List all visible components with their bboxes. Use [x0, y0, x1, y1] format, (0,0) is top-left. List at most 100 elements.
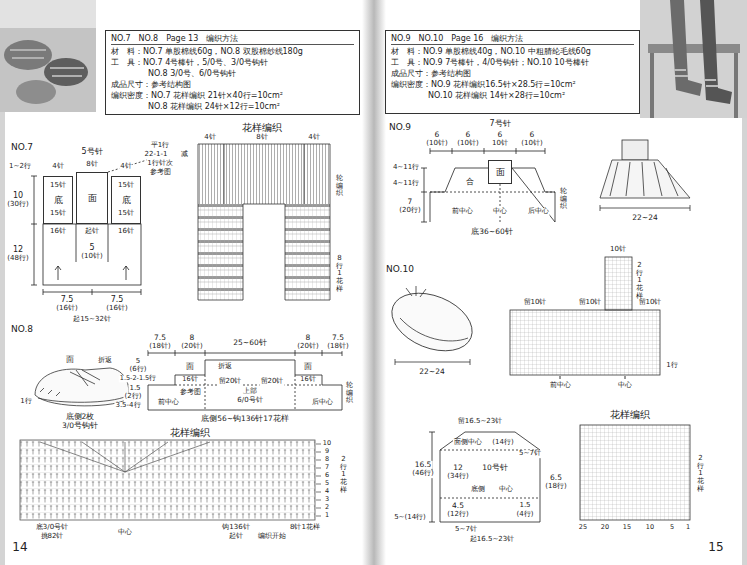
annotation-label: (18针) — [326, 343, 349, 351]
drawing-path — [430, 184, 555, 222]
annotation-label: 3.5-4行 — [114, 402, 141, 410]
drawing-path — [35, 368, 129, 406]
drawing-path — [148, 360, 342, 410]
annotation-label: 3 — [324, 496, 330, 503]
pattern-piece: 面 — [76, 172, 108, 224]
annotation-label: 面 — [185, 363, 195, 372]
annotation-label: 10号针 — [481, 464, 509, 472]
annotation-label: 6 — [434, 131, 441, 139]
annotation-label: 后中心 — [311, 399, 334, 407]
annotation-label: 8针 — [85, 161, 98, 169]
annotation-label: 12 — [12, 246, 24, 255]
annotation-label: 15 — [707, 541, 724, 554]
annotation-label: 5 — [324, 480, 330, 487]
annotation-label: 花样编织 — [241, 123, 283, 133]
annotation-label: 中心 — [617, 382, 633, 390]
info-line: 成品尺寸：参考结构图 — [391, 68, 634, 79]
annotation-label: (10针) — [425, 140, 448, 148]
annotation-label: 15针 — [49, 182, 67, 190]
drawing-rect — [20, 440, 315, 520]
drawing-path — [610, 162, 678, 196]
annotation-label: NO.8 — [10, 325, 34, 335]
drawing-path — [40, 442, 210, 472]
annotation-label: 4针 — [203, 134, 216, 142]
annotation-label: 挑82针 — [40, 533, 65, 541]
annotation-label: (6行) — [129, 366, 148, 374]
no9-schematic — [421, 148, 555, 222]
drawing-path — [70, 370, 100, 386]
annotation-label: 20 — [600, 524, 610, 531]
annotation-label: 8 — [305, 334, 312, 342]
annotation-label: (10针) — [520, 140, 543, 148]
annotation-label: 起针 — [84, 228, 100, 236]
annotation-label: (18行) — [544, 483, 567, 491]
annotation-label: 22~24 — [418, 368, 445, 376]
drawing-ellipse — [4, 40, 52, 70]
drawing-path — [406, 286, 426, 297]
info-heading: NO.9 NO.10 Page 16 编织方法 — [391, 33, 634, 45]
annotation-label: 4针 — [51, 163, 64, 171]
annotation-label: 5~7针 — [454, 526, 478, 534]
drawing-path — [55, 266, 129, 280]
annotation-label: 10 — [12, 192, 24, 201]
annotation-label: 7 — [324, 464, 330, 471]
annotation-label: 底36~60针 — [470, 228, 513, 236]
annotation-label: 4.5 — [451, 502, 465, 510]
annotation-label: 4针 — [119, 163, 132, 171]
annotation-label: (20行) — [398, 207, 421, 215]
annotation-label: 8 — [324, 456, 330, 463]
drawing-path — [400, 318, 468, 341]
drawing-path — [430, 148, 545, 154]
annotation-label: 中心 — [492, 208, 508, 216]
annotation-label: (10针) — [80, 253, 103, 261]
annotation-label: (20针) — [296, 343, 319, 351]
drawing-path — [560, 376, 625, 379]
annotation-label: 后中心 — [527, 208, 550, 216]
annotation-label: (20针) — [180, 343, 203, 351]
drawing-rect — [622, 140, 648, 160]
info-line: NO.10 花样编织 14针×28行=10cm² — [391, 90, 634, 101]
annotation-label: 4针 — [307, 134, 320, 142]
no10-chart — [510, 257, 660, 379]
drawing-path — [40, 388, 60, 396]
annotation-label: 起15~32针 — [72, 316, 112, 324]
annotation-label: 5 — [669, 524, 675, 531]
annotation-label: 7号针 — [488, 120, 511, 129]
annotation-label: 轮编织 — [336, 175, 343, 198]
drawing-path — [421, 168, 427, 222]
drawing-rect — [43, 224, 141, 285]
annotation-label: 16针 — [117, 228, 135, 236]
annotation-label: 减 — [180, 151, 189, 159]
drawing-path — [224, 144, 304, 204]
chair-photo — [640, 0, 747, 118]
annotation-label: 8 — [189, 334, 196, 342]
annotation-label: 留10针 — [638, 299, 663, 307]
annotation-label: 1行 — [665, 362, 678, 370]
drawing-rect — [0, 0, 96, 28]
annotation-label: 底侧 — [470, 486, 486, 494]
piece-name: 底 — [54, 194, 63, 207]
annotation-label: 15针 — [49, 210, 67, 218]
piece-name: 面 — [88, 192, 97, 205]
annotation-label: 1 — [685, 524, 691, 531]
annotation-label: (48行) — [6, 255, 29, 263]
annotation-label: 1行针次 — [146, 160, 173, 168]
no10-piece — [429, 432, 540, 522]
annotation-label: 1.5 — [518, 502, 531, 510]
annotation-label: 9 — [324, 448, 330, 455]
drawing-rect — [285, 204, 330, 300]
info-line: NO.8 花样编织 24针×12行=10cm² — [111, 101, 354, 112]
drawing-path — [76, 224, 108, 262]
annotation-label: 3/0号钩针 — [61, 422, 99, 430]
annotation-label: 留10针 — [523, 299, 548, 307]
drawing-rect — [0, 0, 96, 112]
annotation-label: 5~(14行) — [393, 514, 427, 522]
annotation-label: (4行) — [516, 511, 535, 519]
drawing-path — [175, 375, 322, 410]
annotation-label: (30行) — [6, 201, 29, 209]
annotation-label: 1行 — [19, 398, 32, 406]
info-line: NO.8 3/0号、6/0号钩针 — [111, 68, 354, 79]
drawing-ellipse — [16, 80, 56, 104]
drawing-rect — [198, 144, 330, 204]
